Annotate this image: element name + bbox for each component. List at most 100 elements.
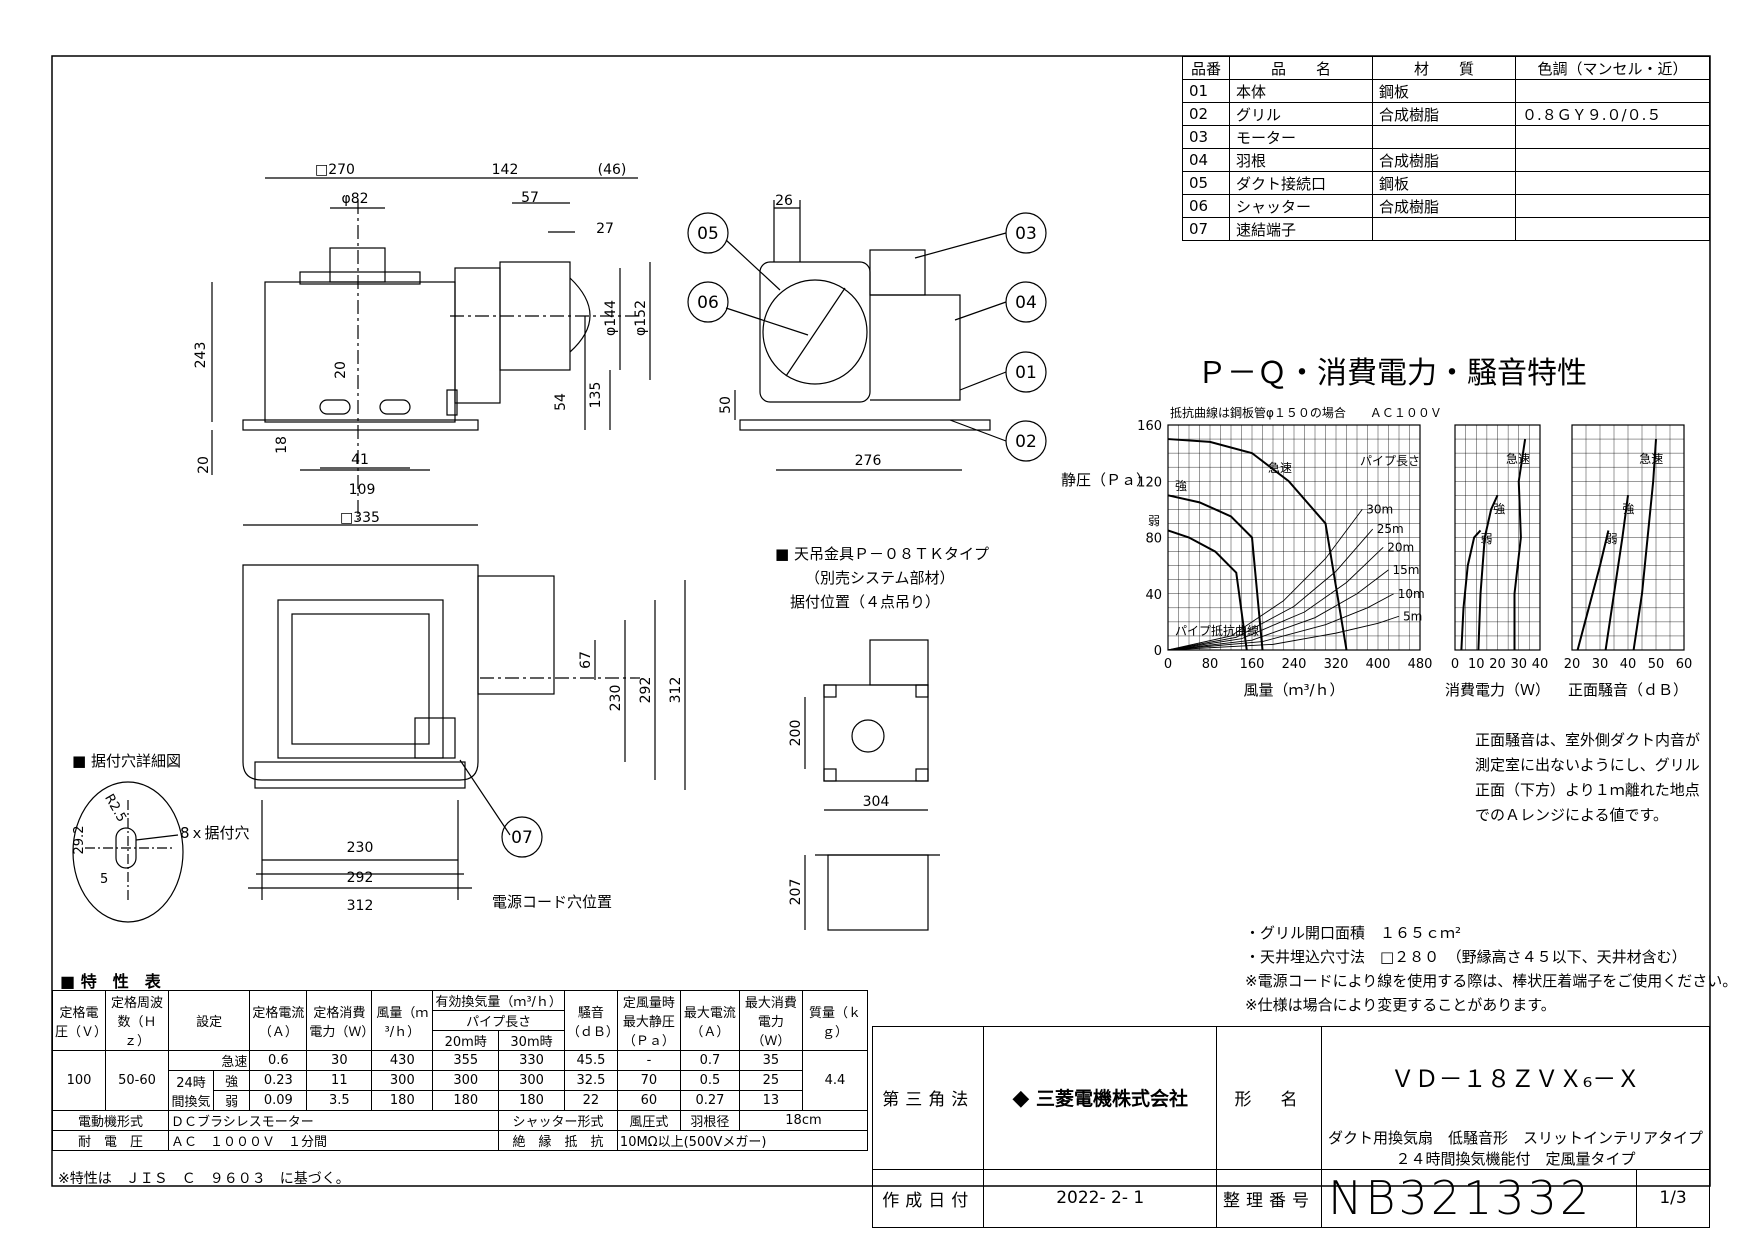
series-line: [1513, 438, 1527, 650]
hdr-flow: 風量（ｍ³/ｈ）: [371, 990, 434, 1051]
chart-annotation: パイプ抵抗曲線: [1175, 623, 1259, 638]
maxpow: 25: [738, 1070, 803, 1091]
power: 3.5: [306, 1090, 373, 1111]
static: -: [616, 1050, 681, 1071]
projection: 第三角法: [871, 1026, 985, 1170]
parts-header: 品番 品 名 材 質 色調（マンセル・近）: [1182, 56, 1710, 80]
y-tick-label: 40: [1145, 588, 1162, 603]
x-tick-label: 0: [1164, 657, 1172, 672]
y-axis-label: 静圧（Ｐａ）: [1061, 471, 1151, 489]
table-row: 弱 0.09 3.5 180 180 180 22 60 0.27 13: [53, 1090, 868, 1111]
bottom-view-dims: 67 230 292 312 230 292 312: [347, 651, 684, 914]
motor-label: 電動機形式: [52, 1110, 169, 1131]
hdr-current: 定格電流（Ａ）: [249, 990, 308, 1051]
y-tick-label: 80: [1145, 532, 1162, 547]
noise: 32.5: [563, 1070, 618, 1091]
note-line: ・グリル開口面積 １６５ｃｍ²: [1245, 924, 1461, 942]
hdr-30m: 30m時: [498, 1030, 565, 1051]
shutter-label: シャッター形式: [498, 1110, 618, 1131]
dimension-label: 207: [788, 879, 804, 906]
blade-value: 18cm: [738, 1110, 869, 1131]
x-tick-label: 50: [1648, 657, 1665, 672]
table-row: 耐 電 圧 ＡＣ １０００Ｖ １分間 絶 縁 抵 抗 10MΩ以上(500Vメガ…: [52, 1130, 869, 1151]
part-material: [1372, 217, 1516, 241]
hdr-20m: 20m時: [432, 1030, 500, 1051]
part-no: 07: [1182, 217, 1230, 241]
table-row: 100 50-60 急速 0.6 30 430 355 330 45.5 - 0…: [52, 1050, 869, 1111]
spec-footer: ※特性は ＪＩＳ Ｃ ９６０３ に基づく。: [58, 1171, 350, 1187]
callout-number: 03: [1015, 224, 1037, 244]
chart-annotation: 弱: [1481, 532, 1493, 546]
shutter-value: 風圧式: [616, 1110, 681, 1131]
resistance-curve: [1167, 569, 1389, 651]
resistance-curve: [1167, 593, 1394, 651]
dimension-label: 41: [351, 452, 369, 468]
spec-table-title: ■ 特 性 表: [60, 972, 161, 991]
x-tick-label: 10: [1468, 657, 1485, 672]
hole-detail: [72, 781, 184, 923]
noise: 22: [563, 1090, 618, 1111]
resistance-label: 20m: [1387, 540, 1414, 554]
hdr-static: 定風量時最大静圧（Ｐａ）: [616, 990, 681, 1051]
side-view: [734, 200, 991, 471]
dimension-label: (46): [598, 162, 627, 178]
part-name: シャッター: [1229, 194, 1373, 218]
series-line: [1604, 495, 1629, 651]
resistance-label: 25m: [1377, 522, 1404, 536]
flow: 300: [371, 1070, 434, 1091]
hdr-freq: 定格周波数（Ｈｚ）: [105, 990, 169, 1051]
part-no: 01: [1182, 79, 1230, 103]
drawing-number: NB321332: [1320, 1168, 1637, 1228]
hdr-effective: 有効換気量（ｍ³/ｈ）: [432, 990, 565, 1011]
static: 70: [616, 1070, 681, 1091]
front-view: [211, 177, 651, 526]
flow: 180: [371, 1090, 434, 1111]
part-no: 02: [1182, 102, 1230, 126]
dimension-label: 20: [333, 361, 349, 379]
hdr-pipe-length: パイプ長さ: [432, 1010, 565, 1031]
dimension-label: φ152: [633, 300, 649, 336]
dimension-label: □335: [340, 510, 380, 526]
dimension-label: 54: [553, 393, 569, 411]
title-block: 第三角法 ◆ 三菱電機株式会社 形 名 ＶＤ－１８ＺＶＸ₆－Ｘ ダクト用換気扇 …: [871, 1026, 1711, 1228]
callout-number: 02: [1015, 432, 1037, 452]
x-tick-label: 30: [1592, 657, 1609, 672]
part-material: [1372, 125, 1516, 149]
dimension-label: 27: [596, 221, 614, 237]
resistance-label: 15m: [1393, 563, 1420, 577]
desc1: ダクト用換気扇 低騒音形 スリットインテリアタイプ: [1320, 1126, 1711, 1148]
motor-value: ＤＣブラシレスモーター: [167, 1110, 500, 1131]
part-no: 06: [1182, 194, 1230, 218]
part-color: [1515, 148, 1710, 172]
mode-group: 24時間換気: [168, 1070, 214, 1111]
mass: 4.4: [801, 1050, 869, 1111]
x-axis-label: 正面騒音（ｄＢ）: [1568, 681, 1688, 699]
part-name: グリル: [1229, 102, 1373, 126]
hdr-mass: 質量（ｋｇ）: [801, 990, 869, 1051]
bracket-position: 据付位置（４点吊り）: [790, 593, 940, 611]
notes: ・グリル開口面積 １６５ｃｍ² ・天井埋込穴寸法 □２８０ （野縁高さ４５以下、…: [1245, 924, 1737, 1014]
dimension-label: 142: [492, 162, 519, 178]
side-view-dims: 26 50 276: [718, 193, 881, 469]
dimension-label: 135: [588, 382, 604, 409]
parts-header-no: 品番: [1182, 56, 1230, 80]
company: ◆ 三菱電機株式会社: [983, 1026, 1217, 1170]
series-line: [1632, 438, 1657, 651]
mode: 急速: [167, 1050, 251, 1071]
callout-number: 04: [1015, 293, 1037, 313]
front-view-dims: □270 142 (46) φ82 57 27 243 φ144 φ152 20…: [193, 162, 649, 526]
x-tick-label: 160: [1240, 657, 1265, 672]
x-tick-label: 20: [1489, 657, 1506, 672]
part-name: ダクト接続口: [1229, 171, 1373, 195]
dimension-label: φ144: [603, 300, 619, 336]
callout-number: 07: [511, 828, 533, 848]
part-material: 合成樹脂: [1372, 102, 1516, 126]
date: 2022- 2- 1: [983, 1168, 1217, 1228]
model-label: 形 名: [1215, 1026, 1322, 1170]
parts-header-name: 品 名: [1229, 56, 1373, 80]
chart-annotation: 急速: [1639, 451, 1663, 466]
insulation-value: 10MΩ以上(500Vメガー): [616, 1130, 869, 1151]
